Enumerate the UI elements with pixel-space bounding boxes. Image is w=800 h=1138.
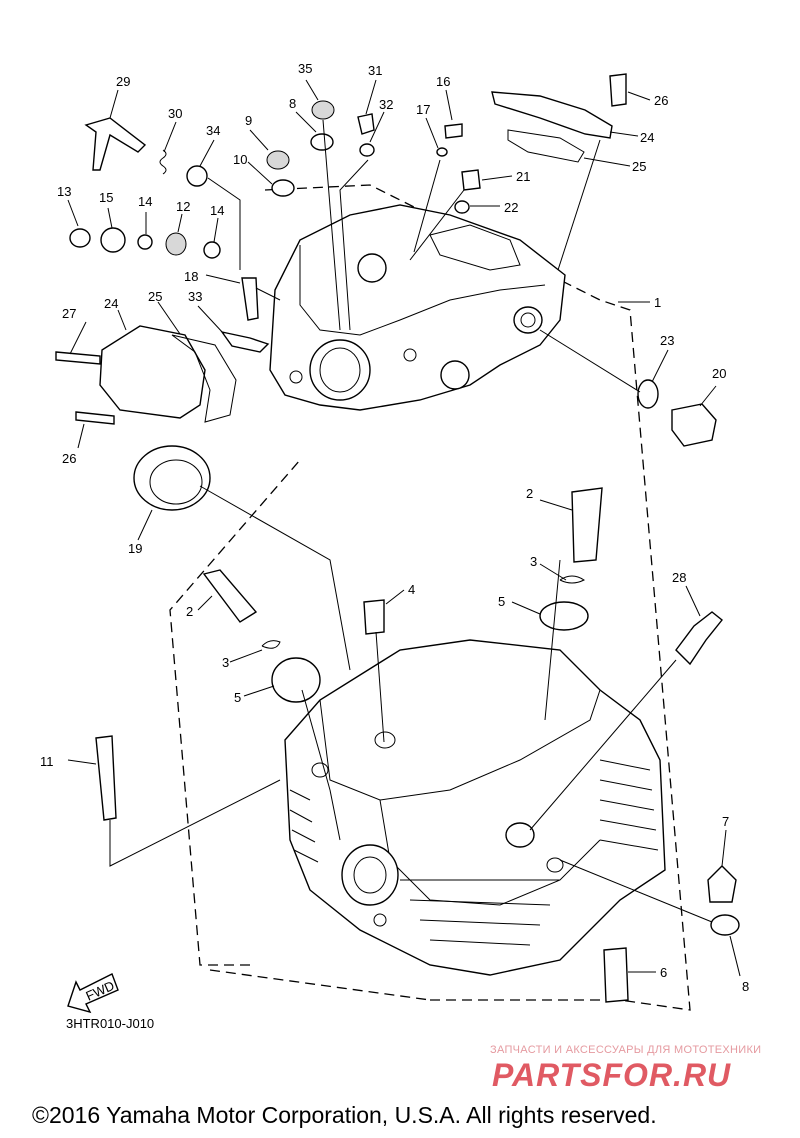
part-labels: 1 2 2 3 3 4 5 5 6 7 8 8 9 10 11 12 13 14… bbox=[40, 61, 749, 994]
label-18: 18 bbox=[184, 269, 198, 284]
bolt-11 bbox=[95, 735, 117, 821]
washer-10 bbox=[271, 179, 295, 197]
washer-32 bbox=[359, 143, 375, 157]
cylinder-head-cover bbox=[269, 204, 566, 411]
gasket-25-top bbox=[507, 129, 585, 163]
fwd-label: FWD bbox=[83, 978, 116, 1004]
nut-9 bbox=[266, 150, 290, 170]
label-25b: 25 bbox=[148, 289, 162, 304]
bolt-20 bbox=[671, 403, 717, 447]
bolt-18 bbox=[241, 277, 259, 321]
washer-13 bbox=[69, 228, 91, 248]
circlip-3-left bbox=[261, 640, 281, 649]
label-25: 25 bbox=[632, 159, 646, 174]
label-9: 9 bbox=[245, 113, 252, 128]
dowel-6 bbox=[603, 947, 629, 1003]
washer-14a bbox=[137, 234, 153, 250]
label-13: 13 bbox=[57, 184, 71, 199]
label-2b: 2 bbox=[186, 604, 193, 619]
label-31: 31 bbox=[368, 63, 382, 78]
dowel-4 bbox=[363, 599, 385, 635]
bolt-16 bbox=[444, 123, 463, 139]
collar-15 bbox=[100, 227, 126, 253]
cover-24-left bbox=[99, 325, 206, 419]
bolt-26-left bbox=[75, 411, 115, 425]
label-17: 17 bbox=[416, 102, 430, 117]
label-5b: 5 bbox=[234, 690, 241, 705]
bolt-26-top bbox=[609, 73, 627, 107]
label-11: 11 bbox=[40, 754, 54, 769]
label-35: 35 bbox=[298, 61, 312, 76]
label-27: 27 bbox=[62, 306, 76, 321]
label-3b: 3 bbox=[222, 655, 229, 670]
label-28: 28 bbox=[672, 570, 686, 585]
label-14b: 14 bbox=[210, 203, 224, 218]
label-8b: 8 bbox=[742, 979, 749, 994]
washer-8-top bbox=[310, 133, 334, 151]
label-21: 21 bbox=[516, 169, 530, 184]
watermark-logo: PARTSFOR.RU bbox=[492, 1057, 731, 1092]
cap-7 bbox=[707, 865, 737, 903]
label-30: 30 bbox=[168, 106, 182, 121]
spark-plug-28 bbox=[675, 611, 723, 666]
washer-23 bbox=[637, 379, 659, 409]
cylinder-head bbox=[284, 639, 666, 976]
assembly-outline bbox=[169, 184, 691, 1011]
label-8: 8 bbox=[289, 96, 296, 111]
leader-lines bbox=[67, 79, 741, 977]
label-10: 10 bbox=[233, 152, 247, 167]
label-20: 20 bbox=[712, 366, 726, 381]
gasket-25-left bbox=[171, 334, 237, 423]
label-33: 33 bbox=[188, 289, 202, 304]
tappet-cover-19 bbox=[133, 445, 211, 511]
label-16: 16 bbox=[436, 74, 450, 89]
diagram-code: 3HTR010-J010 bbox=[66, 1016, 155, 1031]
label-14: 14 bbox=[138, 194, 152, 209]
label-7: 7 bbox=[722, 814, 729, 829]
gear-12 bbox=[165, 232, 187, 256]
circlip-3-right bbox=[559, 575, 585, 584]
oil-seal bbox=[186, 165, 208, 187]
label-22: 22 bbox=[504, 200, 518, 215]
cover-24-top bbox=[491, 91, 613, 139]
washer-14b bbox=[203, 241, 221, 259]
label-1: 1 bbox=[654, 295, 661, 310]
washer-17 bbox=[436, 147, 448, 157]
label-4: 4 bbox=[408, 582, 415, 597]
label-12: 12 bbox=[176, 199, 190, 214]
copyright-notice: ©2016 Yamaha Motor Corporation, U.S.A. A… bbox=[32, 1102, 657, 1128]
washer-8-bottom bbox=[710, 914, 740, 936]
label-6: 6 bbox=[660, 965, 667, 980]
decompression-lever bbox=[84, 117, 147, 171]
washer-22 bbox=[454, 200, 470, 214]
valve-guide-2-right bbox=[571, 487, 603, 563]
label-3: 3 bbox=[530, 554, 537, 569]
label-29: 29 bbox=[116, 74, 130, 89]
label-23: 23 bbox=[660, 333, 674, 348]
watermark-tagline: ЗАПЧАСТИ И АКСЕССУАРЫ ДЛЯ МОТОТЕХНИКИ bbox=[490, 1044, 762, 1056]
label-15: 15 bbox=[99, 190, 113, 205]
label-24b: 24 bbox=[104, 296, 118, 311]
valve-seal-5-left bbox=[271, 657, 321, 703]
bolt-27 bbox=[55, 351, 101, 365]
label-19: 19 bbox=[128, 541, 142, 556]
label-24: 24 bbox=[640, 130, 654, 145]
label-34: 34 bbox=[206, 123, 220, 138]
label-26b: 26 bbox=[62, 451, 76, 466]
valve-guide-2-left bbox=[202, 569, 258, 623]
bolt-21 bbox=[461, 169, 481, 191]
forward-arrow-icon: FWD bbox=[67, 973, 119, 1014]
label-32: 32 bbox=[379, 97, 393, 112]
label-2: 2 bbox=[526, 486, 533, 501]
bolt-31 bbox=[357, 113, 375, 135]
valve-seal-5-right bbox=[539, 601, 589, 631]
bracket-33 bbox=[220, 330, 270, 353]
label-5: 5 bbox=[498, 594, 505, 609]
label-26: 26 bbox=[654, 93, 668, 108]
watermark-logo-text: PARTSFOR.RU bbox=[492, 1057, 731, 1092]
nut-35 bbox=[311, 100, 335, 120]
spring bbox=[159, 149, 167, 175]
